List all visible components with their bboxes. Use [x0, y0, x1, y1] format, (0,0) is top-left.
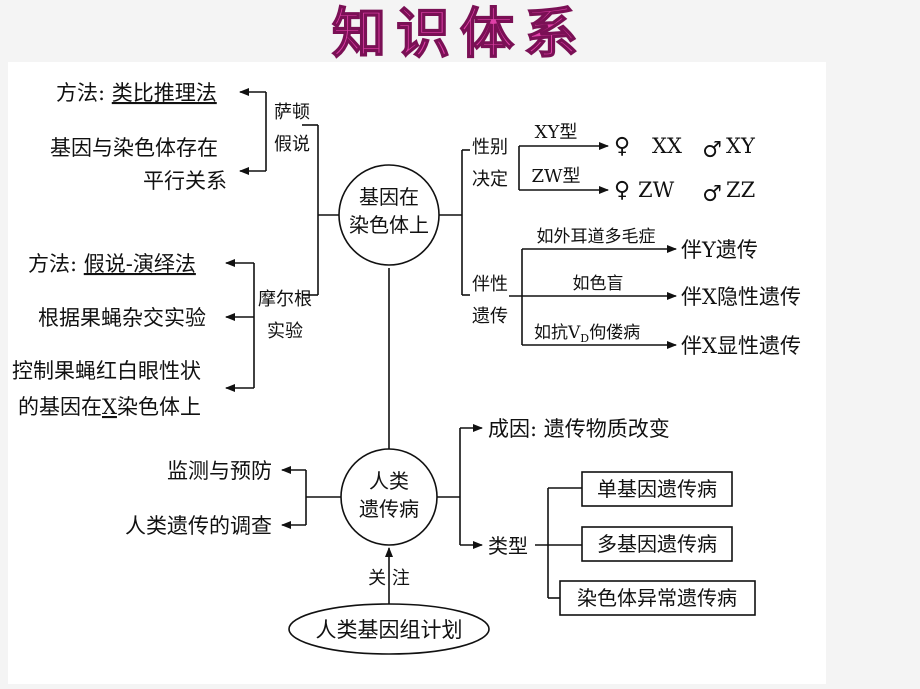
zw-type-label: ZW型: [531, 166, 580, 187]
female-symbol-1: ♀: [614, 134, 630, 159]
type-box-2: [581, 526, 733, 562]
type-box-1: [581, 471, 733, 507]
control-line1: 控制果蝇红白眼性状: [12, 359, 201, 383]
genotype-zz: ZZ: [726, 178, 755, 202]
type-2-label: 多基因遗传病: [597, 532, 717, 556]
survey-text: 人类遗传的调查: [125, 514, 272, 538]
connector-lines: [225, 88, 677, 604]
center-top-line1: 基因在: [359, 185, 419, 209]
method2-text: 方法: 假说-演绎法: [28, 252, 196, 276]
center-bottom-line2: 遗传病: [359, 497, 419, 521]
example-3: 如抗VD佝偻病: [534, 323, 640, 345]
center-circle-bottom: [340, 448, 438, 546]
types-label: 类型: [488, 534, 528, 558]
parallel-line2: 平行关系: [143, 169, 227, 193]
morgan-line1: 摩尔根: [258, 289, 312, 310]
control-line2: 的基因在X染色体上: [18, 395, 201, 419]
method1-text: 方法: 类比推理法: [56, 81, 217, 105]
xy-type-label: XY型: [535, 122, 578, 143]
example-2: 如色盲: [573, 274, 624, 294]
sex-linked-line2: 遗传: [472, 306, 508, 327]
parallel-line1: 基因与染色体存在: [50, 136, 218, 160]
male-symbol-2: ♂: [702, 182, 722, 207]
genome-project-oval: [288, 603, 490, 655]
type-1-label: 单基因遗传病: [597, 477, 717, 501]
sutton-line2: 假说: [274, 134, 310, 155]
type-box-3: [559, 580, 756, 616]
morgan-line2: 实验: [267, 321, 303, 342]
sex-linked-line1: 伴性: [472, 274, 508, 295]
sex-det-line1: 性别: [472, 137, 508, 158]
cause-text: 成因: 遗传物质改变: [488, 417, 670, 441]
center-bottom-line1: 人类: [369, 469, 409, 493]
example-1: 如外耳道多毛症: [537, 227, 656, 247]
result-y-linked: 伴Y遗传: [681, 238, 758, 262]
center-top-line2: 染色体上: [349, 213, 429, 237]
result-x-dominant: 伴X显性遗传: [681, 334, 801, 358]
center-circle-top: [338, 164, 440, 266]
page-title: 知识体系: [331, 1, 588, 66]
genotype-xy: XY: [726, 134, 756, 158]
result-x-recessive: 伴X隐性遗传: [681, 285, 801, 309]
genome-project-label: 人类基因组计划: [316, 618, 463, 642]
genotype-xx: XX: [652, 134, 682, 158]
fly-experiment-text: 根据果蝇杂交实验: [38, 306, 206, 330]
genotype-zw: ZW: [638, 178, 675, 202]
female-symbol-2: ♀: [614, 178, 630, 203]
sutton-line1: 萨顿: [274, 102, 310, 123]
monitor-text: 监测与预防: [167, 459, 272, 483]
type-3-label: 染色体异常遗传病: [577, 586, 737, 610]
sex-det-line2: 决定: [472, 169, 508, 190]
male-symbol-1: ♂: [702, 138, 722, 163]
focus-label: 关 注: [368, 568, 410, 589]
